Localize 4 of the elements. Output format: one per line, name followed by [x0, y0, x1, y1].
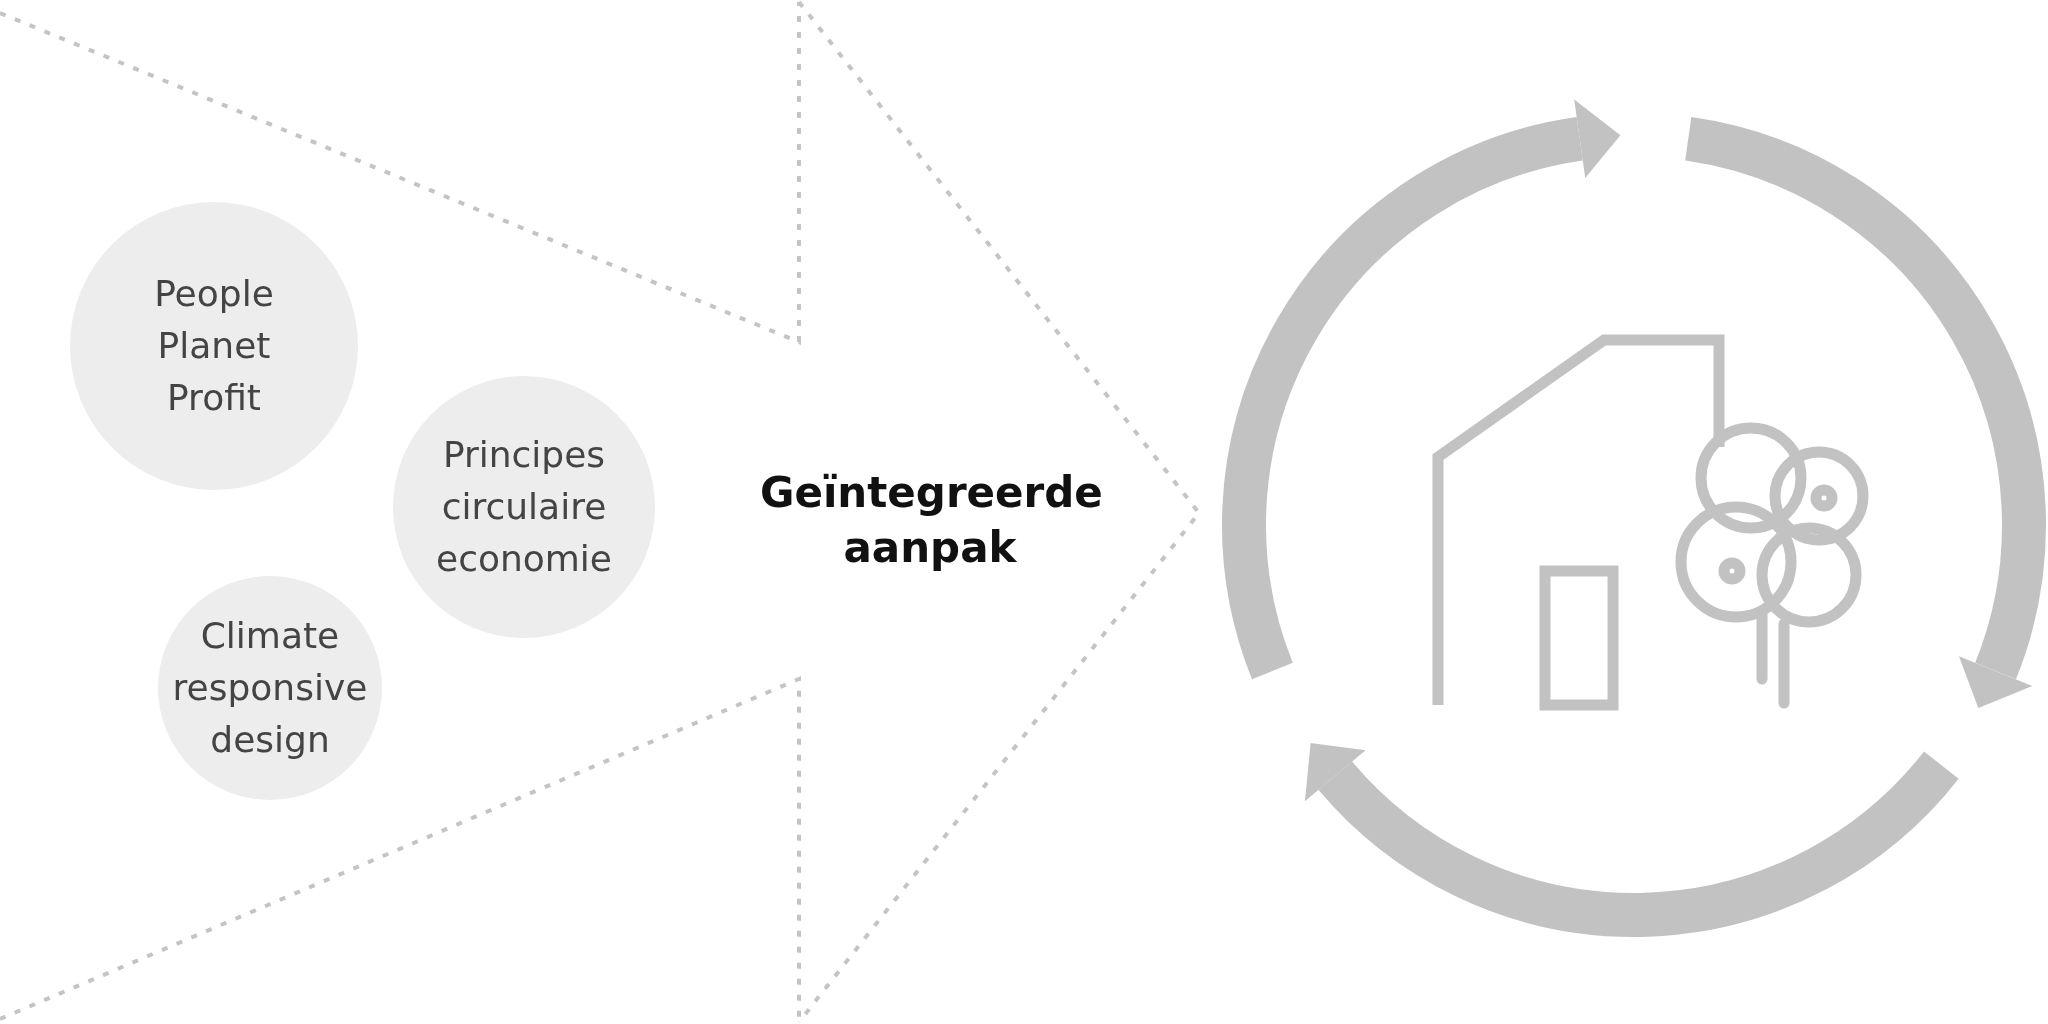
circle-label: Climate responsive design	[171, 613, 369, 763]
circle-label: Principes circulaire economie	[435, 432, 613, 582]
circle-label: People Planet Profit	[153, 271, 275, 421]
arrow-label: Geïntegreerde aanpak	[760, 467, 1100, 574]
